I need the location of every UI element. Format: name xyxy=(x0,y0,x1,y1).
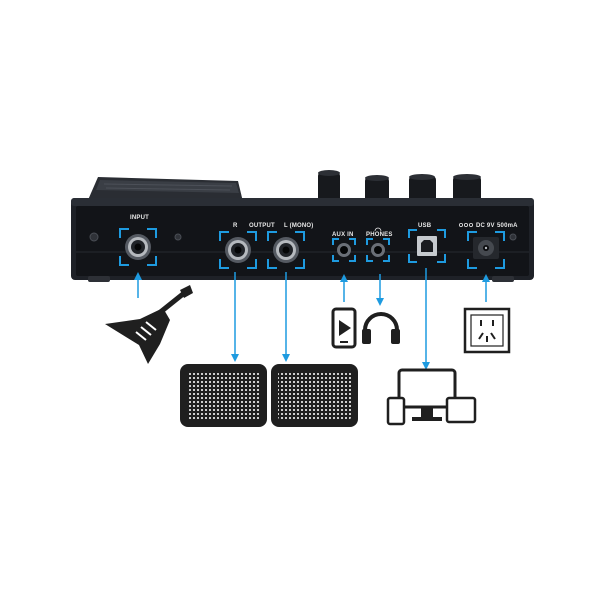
device-foot xyxy=(88,276,110,282)
headphones-icon xyxy=(362,312,400,344)
aux-in-jack[interactable] xyxy=(337,243,351,257)
computer-devices-icon xyxy=(386,368,477,426)
guitar-icon xyxy=(105,285,193,364)
knob[interactable] xyxy=(365,175,389,203)
aux-in-label: AUX IN xyxy=(332,232,354,238)
output-r-label: R xyxy=(233,223,238,229)
current-label: 500mA xyxy=(497,223,518,229)
highlight-dc xyxy=(467,231,505,269)
highlight-aux-in xyxy=(332,238,356,262)
knob[interactable] xyxy=(453,174,481,203)
highlight-phones xyxy=(366,238,390,262)
output-l-mono-label: L (MONO) xyxy=(284,223,314,229)
dc-label: DC 9V xyxy=(476,223,495,229)
screw xyxy=(509,233,517,241)
screw xyxy=(89,232,99,242)
output-label: OUTPUT xyxy=(249,223,275,229)
output-r-jack[interactable] xyxy=(225,237,251,263)
phones-label: PHONES xyxy=(366,232,393,238)
headphones-symbol xyxy=(374,227,382,232)
device-foot xyxy=(492,276,514,282)
highlight-output-l xyxy=(267,231,305,269)
dc-power-jack[interactable] xyxy=(473,237,499,259)
power-outlet-icon xyxy=(463,307,511,354)
highlight-output-r xyxy=(219,231,257,269)
usb-label: USB xyxy=(418,223,432,229)
knob[interactable] xyxy=(318,170,340,202)
phone-icon xyxy=(331,307,357,349)
input-label: INPUT xyxy=(130,215,149,221)
amplifier-icon xyxy=(180,364,267,427)
highlight-input xyxy=(119,228,157,266)
multi-effects-pedal: INPUT R OUTPUT L (MONO) AUX IN PHONES US… xyxy=(71,170,534,282)
phones-jack[interactable] xyxy=(371,243,385,257)
output-l-mono-jack[interactable] xyxy=(273,237,299,263)
screw xyxy=(174,233,182,241)
polarity-icon xyxy=(458,222,473,227)
connection-arrows xyxy=(134,268,490,370)
usb-port[interactable] xyxy=(417,236,437,256)
highlight-usb xyxy=(408,229,446,263)
rear-panel xyxy=(76,206,529,276)
input-jack[interactable] xyxy=(125,234,151,260)
amplifier-icon xyxy=(271,364,358,427)
knob[interactable] xyxy=(409,174,436,203)
port-highlights xyxy=(119,228,505,269)
